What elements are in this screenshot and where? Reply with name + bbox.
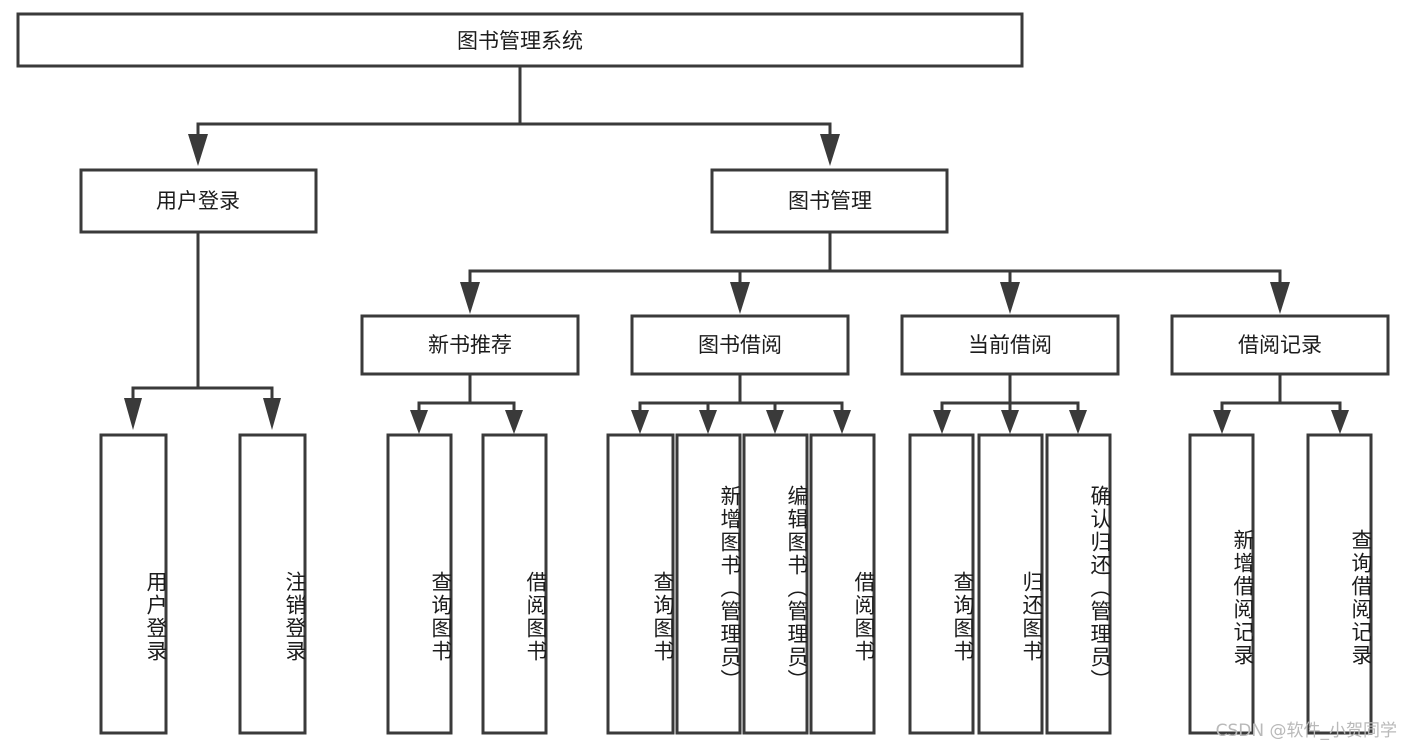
arrow-borrowrecord-leaf-2 [1331, 410, 1349, 434]
leaf-borrow-query-box[interactable] [606, 433, 675, 735]
node-current-borrow-label: 当前借阅 [968, 333, 1052, 357]
leaf-borrow-add-box[interactable] [675, 433, 742, 735]
leaf-newbook-query-box[interactable] [386, 433, 453, 735]
leaf-logout-box[interactable] [238, 433, 307, 735]
node-borrow-record-box[interactable] [1170, 314, 1390, 376]
arrow-bookborrow-leaf-2 [699, 410, 717, 434]
arrow-borrowrecord-leaf-1 [1213, 410, 1231, 434]
arrow-root-to-userlogin [188, 134, 208, 166]
node-root-box[interactable] [16, 12, 1024, 68]
leaf-borrow-edit-box[interactable] [742, 433, 809, 735]
node-book-mgmt-label: 图书管理 [788, 189, 872, 213]
watermark-text: CSDN @软件_小贺同学 [1215, 721, 1397, 741]
leaf-borrow-lend-box[interactable] [809, 433, 876, 735]
node-new-book-recommend-box[interactable] [360, 314, 580, 376]
arrow-bookborrow-leaf-4 [833, 410, 851, 434]
node-current-borrow-box[interactable] [900, 314, 1120, 376]
arrow-newbook-leaf-2 [505, 410, 523, 434]
arrow-root-to-bookmgmt [820, 134, 840, 166]
leaf-record-add-box[interactable] [1188, 433, 1255, 735]
node-user-login-label: 用户登录 [156, 189, 240, 213]
arrow-currentborrow-leaf-3 [1069, 410, 1087, 434]
leaf-current-return-box[interactable] [977, 433, 1044, 735]
leaf-record-query-box[interactable] [1306, 433, 1373, 735]
arrow-userlogin-leaf-2 [263, 398, 281, 430]
arrow-bookmgmt-to-record [1270, 282, 1290, 314]
node-book-mgmt-box[interactable] [710, 168, 949, 234]
arrow-bookmgmt-to-current [1000, 282, 1020, 314]
node-book-borrow-label: 图书借阅 [698, 333, 782, 357]
leaf-user-login-box[interactable] [99, 433, 168, 735]
leaf-current-confirm-box[interactable] [1045, 433, 1112, 735]
node-borrow-record-label: 借阅记录 [1238, 333, 1322, 357]
leaf-current-query-box[interactable] [908, 433, 975, 735]
arrow-bookmgmt-to-newbook [460, 282, 480, 314]
arrow-bookborrow-leaf-1 [631, 410, 649, 434]
arrow-currentborrow-leaf-2 [1001, 410, 1019, 434]
arrow-bookborrow-leaf-3 [766, 410, 784, 434]
arrow-userlogin-leaf-1 [124, 398, 142, 430]
arrow-currentborrow-leaf-1 [933, 410, 951, 434]
arrow-newbook-leaf-1 [410, 410, 428, 434]
leaf-newbook-borrow-box[interactable] [481, 433, 548, 735]
arrow-bookmgmt-to-borrow [730, 282, 750, 314]
node-new-book-recommend-label: 新书推荐 [428, 333, 512, 357]
node-book-borrow-box[interactable] [630, 314, 850, 376]
node-root-label: 图书管理系统 [457, 29, 583, 53]
